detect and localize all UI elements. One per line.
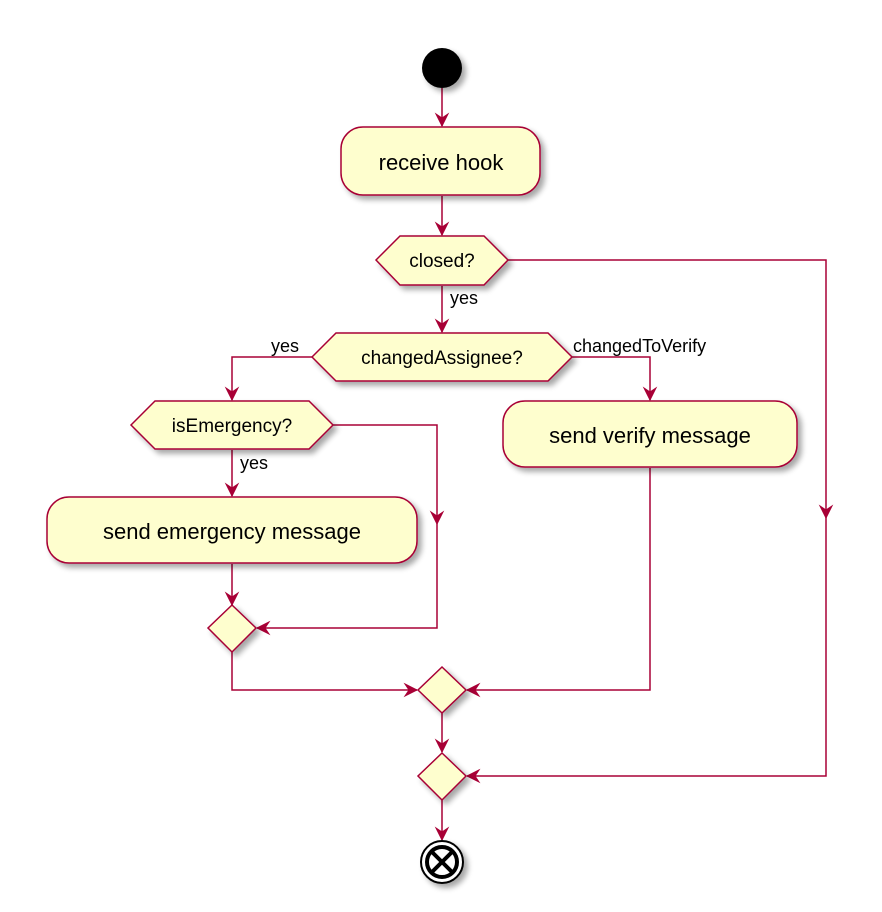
arrow-icon (224, 386, 240, 402)
decision-closed: closed? (374, 235, 510, 286)
action-send-verify: send verify message (502, 400, 798, 468)
arrow-icon (434, 112, 450, 128)
end-node (420, 840, 464, 884)
decision-closed-label: closed? (409, 251, 475, 272)
arrow-icon (465, 682, 481, 698)
arrow-icon (403, 682, 419, 698)
merge-node-assignee (416, 665, 468, 715)
edge-verify-to-merge2 (467, 468, 651, 691)
decision-changed-assignee: changedAssignee? (310, 332, 574, 382)
edge-label-changed-assignee-yes: yes (271, 336, 299, 356)
decision-is-emergency: isEmergency? (129, 400, 335, 450)
edge-changed-to-verify (568, 356, 651, 400)
action-receive-hook-label: receive hook (379, 150, 505, 175)
start-node (422, 48, 462, 88)
arrow-icon (642, 386, 658, 402)
merge-node-emergency (206, 603, 258, 654)
edge-label-closed-yes: yes (450, 288, 478, 308)
edge-merge1-to-merge2 (231, 652, 417, 691)
decision-changed-assignee-label: changedAssignee? (361, 348, 523, 369)
edge-is-emergency-no (257, 424, 438, 629)
action-send-emergency: send emergency message (46, 496, 418, 564)
arrow-icon (818, 504, 834, 520)
arrow-icon (434, 826, 450, 842)
action-send-verify-label: send verify message (549, 423, 751, 448)
edge-label-is-emergency-yes: yes (240, 453, 268, 473)
arrow-icon (255, 620, 271, 636)
action-receive-hook: receive hook (340, 126, 541, 196)
arrow-icon (434, 738, 450, 754)
arrow-icon (224, 482, 240, 498)
arrow-icon (429, 510, 445, 526)
arrow-icon (434, 318, 450, 334)
merge-node-closed (416, 751, 468, 802)
edges (224, 88, 834, 842)
decision-is-emergency-label: isEmergency? (172, 416, 292, 437)
edge-label-changed-to-verify: changedToVerify (573, 336, 706, 356)
arrow-icon (224, 591, 240, 607)
arrow-icon (434, 221, 450, 237)
arrow-icon (465, 768, 481, 784)
edge-changed-assignee-yes (231, 356, 318, 400)
action-send-emergency-label: send emergency message (103, 519, 361, 544)
